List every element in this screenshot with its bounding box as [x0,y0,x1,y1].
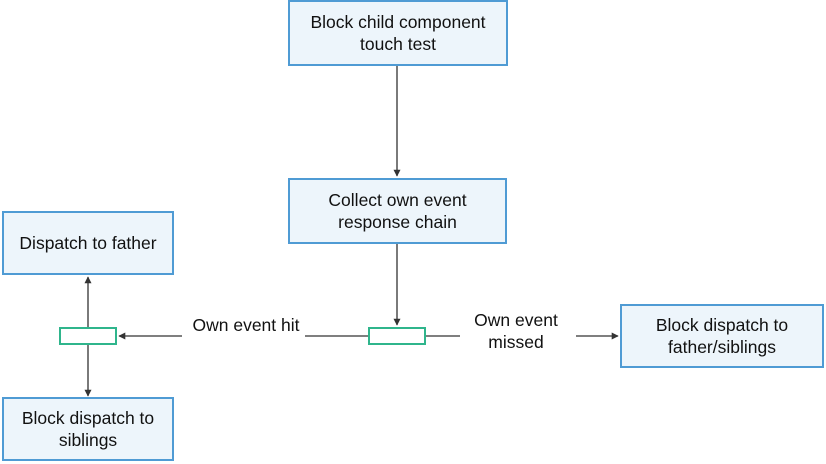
node-block-dispatch-to-father-siblings: Block dispatch to father/siblings [620,304,824,368]
node-collect-own-event-response-chain: Collect own event response chain [288,178,507,244]
label-own-event-missed: Own event missed [462,310,570,354]
label-own-event-hit: Own event hit [192,315,300,337]
left-junction-connector [59,327,117,345]
center-junction-connector [368,327,426,345]
node-block-dispatch-to-siblings: Block dispatch to siblings [2,397,174,461]
node-dispatch-to-father: Dispatch to father [2,211,174,275]
node-block-child-touch-test: Block child component touch test [288,0,508,66]
